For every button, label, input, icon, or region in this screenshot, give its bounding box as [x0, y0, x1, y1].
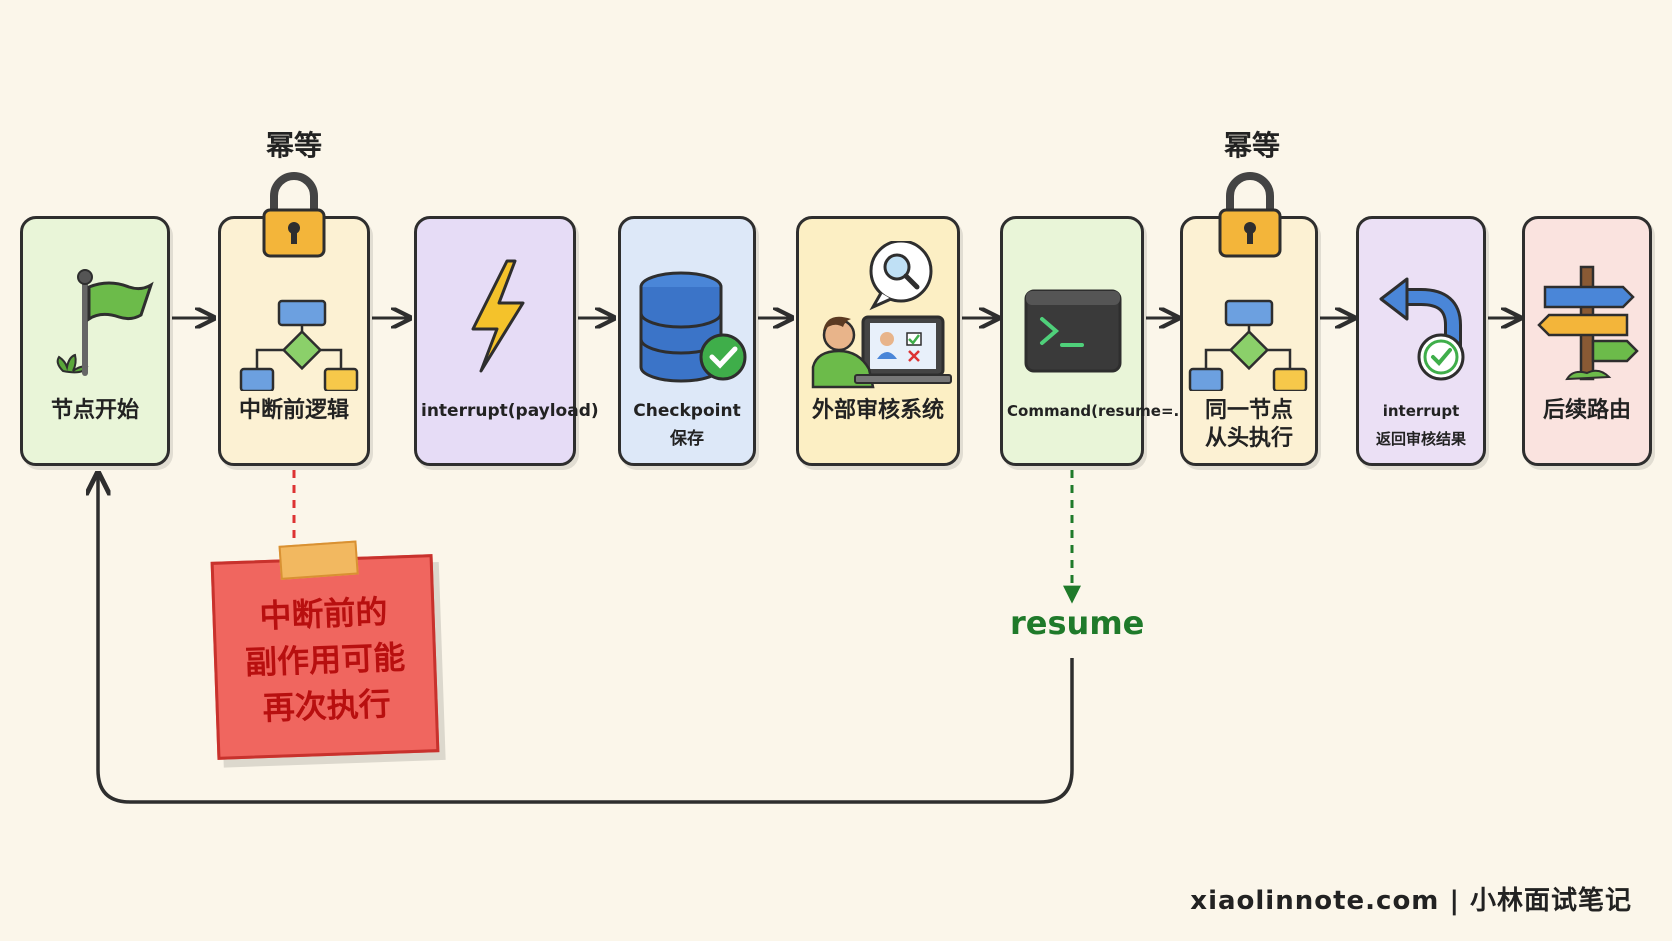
node-interrupt-return: interrupt 返回审核结果: [1356, 216, 1486, 466]
node-routing: 后续路由: [1522, 216, 1652, 466]
flowchart-icon: [221, 241, 367, 391]
signpost-icon: [1525, 241, 1649, 391]
lock-icon: [258, 172, 330, 266]
node-label: 后续路由: [1542, 398, 1631, 423]
return-check-icon: [1359, 241, 1483, 391]
node-label: 外部审核系统: [811, 398, 944, 423]
tape-icon: [278, 540, 359, 580]
lock-icon: [1214, 172, 1286, 266]
footer-credit: xiaolinnote.com | 小林面试笔记: [1190, 886, 1632, 916]
flowchart-icon: [1183, 241, 1315, 391]
sticky-note: 中断前的 副作用可能 再次执行: [210, 540, 440, 760]
node-label: interrupt(payload): [421, 401, 599, 421]
node-rerun: 同一节点 从头执行: [1180, 216, 1318, 466]
idempotent-label-2: 幂等: [1223, 129, 1280, 162]
node-interrupt-payload: interrupt(payload): [414, 216, 599, 466]
node-label: interrupt 返回审核结果: [1375, 402, 1466, 448]
lightning-icon: [417, 241, 573, 391]
resume-label: resume: [1010, 604, 1145, 642]
node-label: 中断前逻辑: [238, 398, 349, 423]
database-check-icon: [621, 241, 753, 391]
node-label: Command(resume=...): [1007, 402, 1198, 420]
terminal-icon: [1003, 241, 1141, 391]
node-external-review: 外部审核系统: [796, 216, 960, 466]
sticky-text: 中断前的 副作用可能 再次执行: [244, 592, 406, 728]
flag-icon: [23, 241, 167, 391]
node-label: 同一节点 从头执行: [1204, 398, 1293, 451]
node-label: 节点开始: [50, 398, 139, 423]
node-label: Checkpoint 保存: [633, 401, 741, 449]
idempotent-label-1: 幂等: [265, 129, 322, 162]
reviewer-icon: [799, 241, 957, 391]
node-command-resume: Command(resume=...): [1000, 216, 1198, 466]
node-start: 节点开始: [20, 216, 170, 466]
node-pre-interrupt: 中断前逻辑: [218, 216, 370, 466]
node-checkpoint: Checkpoint 保存: [618, 216, 756, 466]
